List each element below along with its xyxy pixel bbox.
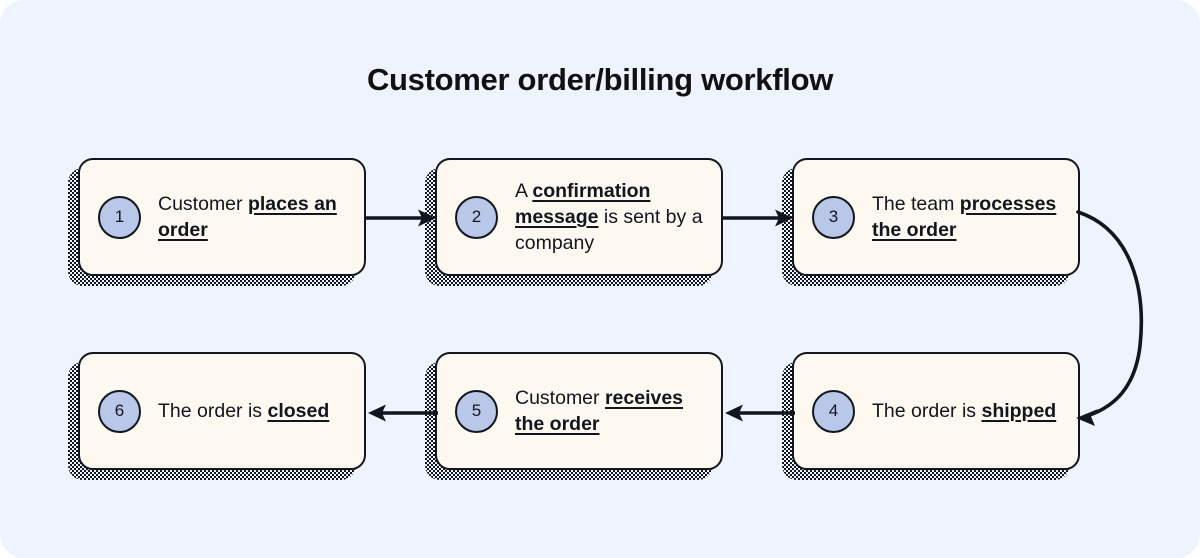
step-badge-4: 4 — [812, 389, 855, 433]
connector-2-to-3 — [723, 209, 793, 227]
step-badge-6: 6 — [98, 389, 141, 433]
connector-4-to-5 — [725, 404, 795, 422]
step-badge-1: 1 — [98, 195, 141, 239]
connector-5-to-6 — [368, 404, 438, 422]
step-badge-5: 5 — [455, 389, 498, 433]
page-title: Customer order/billing workflow — [366, 62, 834, 97]
flow-node-2[interactable]: 2 A confirmation message is sent by a co… — [435, 158, 723, 276]
step-label-5: Customer receives the order — [515, 387, 684, 435]
flow-node-6[interactable]: 6 The order is closed — [78, 352, 366, 470]
step-number-2: 2 — [471, 207, 482, 226]
step-number-4: 4 — [828, 401, 839, 420]
connector-3-to-4 — [1076, 210, 1144, 426]
step-label-3: The team processes the order — [872, 193, 1057, 241]
flow-node-3[interactable]: 3 The team processes the order — [792, 158, 1080, 276]
connector-1-to-2 — [366, 209, 436, 227]
flow-node-4[interactable]: 4 The order is shipped — [792, 352, 1080, 470]
step-badge-3: 3 — [812, 195, 855, 239]
step-label-1: Customer places an order — [158, 193, 337, 241]
step-label-6: The order is closed — [158, 400, 330, 422]
step-number-5: 5 — [471, 401, 482, 420]
step-label-4: The order is shipped — [872, 400, 1057, 422]
step-number-3: 3 — [828, 207, 839, 226]
step-badge-2: 2 — [455, 195, 498, 239]
flow-node-1[interactable]: 1 Customer places an order — [78, 158, 366, 276]
step-number-1: 1 — [114, 207, 125, 226]
step-label-2: A confirmation message is sent by a comp… — [515, 180, 703, 254]
flow-node-5[interactable]: 5 Customer receives the order — [435, 352, 723, 470]
step-number-6: 6 — [114, 401, 125, 420]
